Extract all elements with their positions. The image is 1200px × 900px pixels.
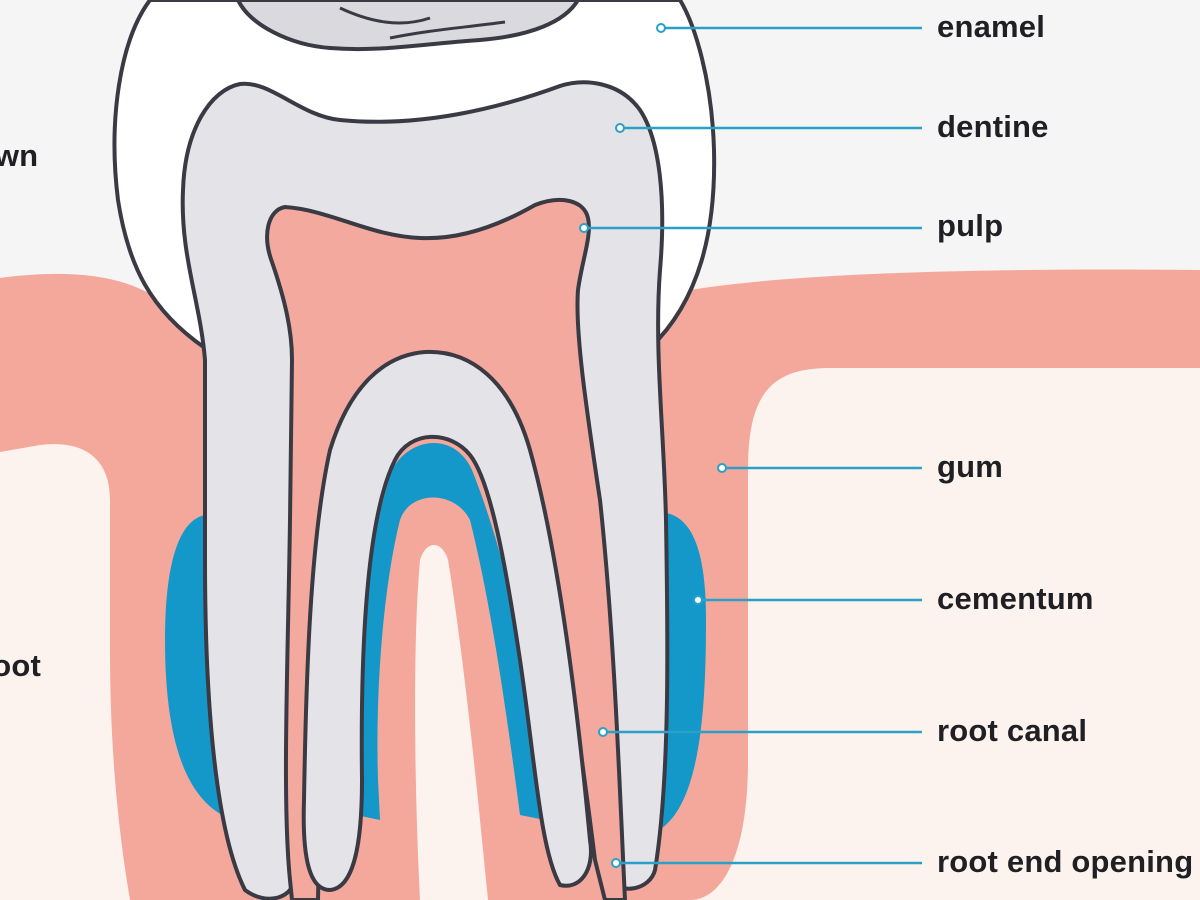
- leader-dot-pulp: [579, 223, 589, 233]
- label-gum: gum: [937, 449, 1004, 484]
- leader-lines: [579, 23, 922, 868]
- occlusal-groove: [339, 6, 506, 40]
- leader-dot-cementum: [693, 595, 703, 605]
- label-cementum: cementum: [937, 581, 1094, 616]
- label-root-canal: root canal: [937, 713, 1088, 748]
- leader-dot-enamel: [656, 23, 666, 33]
- cementum-inner: [355, 442, 545, 820]
- leader-dot-dentine: [615, 123, 625, 133]
- inter-root-gum: [415, 545, 488, 900]
- label-crown: crown: [0, 138, 39, 173]
- leader-dot-gum: [717, 463, 727, 473]
- leader-dot-root-end-opening: [611, 858, 621, 868]
- label-enamel: enamel: [937, 9, 1046, 44]
- label-pulp: pulp: [937, 208, 1004, 243]
- leader-dot-root-canal: [598, 727, 608, 737]
- occlusal-surface: [235, 0, 581, 52]
- inter-root-dentine: [301, 349, 593, 893]
- label-root-end-opening: root end opening: [937, 844, 1194, 879]
- label-root: root: [0, 648, 42, 683]
- label-dentine: dentine: [937, 109, 1049, 144]
